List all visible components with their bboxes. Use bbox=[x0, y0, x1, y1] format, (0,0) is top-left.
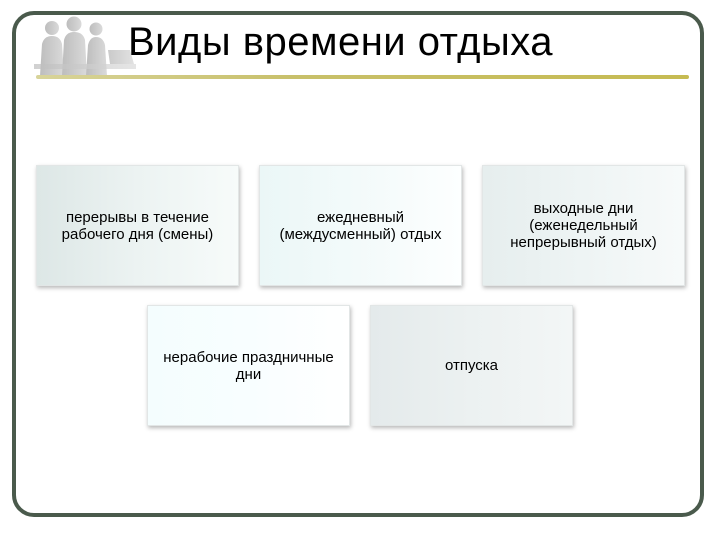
box-breaks-during-workday: перерывы в течение рабочего дня (смены) bbox=[36, 165, 239, 286]
box-daily-rest: ежедневный (междусменный) отдых bbox=[259, 165, 462, 286]
box-label: отпуска bbox=[444, 357, 499, 374]
slide-title: Виды времени отдыха bbox=[128, 20, 554, 64]
box-label: перерывы в течение рабочего дня (смены) bbox=[61, 208, 214, 243]
box-label: нерабочие праздничные дни bbox=[163, 348, 334, 383]
box-public-holidays: нерабочие праздничные дни bbox=[147, 305, 350, 426]
box-label: выходные дни (еженедельный непрерывный о… bbox=[510, 200, 657, 251]
box-label: ежедневный (междусменный) отдых bbox=[279, 208, 442, 243]
people-silhouette-icon bbox=[34, 16, 136, 76]
box-vacations: отпуска bbox=[370, 305, 573, 426]
box-weekend-days: выходные дни (еженедельный непрерывный о… bbox=[482, 165, 685, 286]
title-underline bbox=[36, 75, 689, 79]
